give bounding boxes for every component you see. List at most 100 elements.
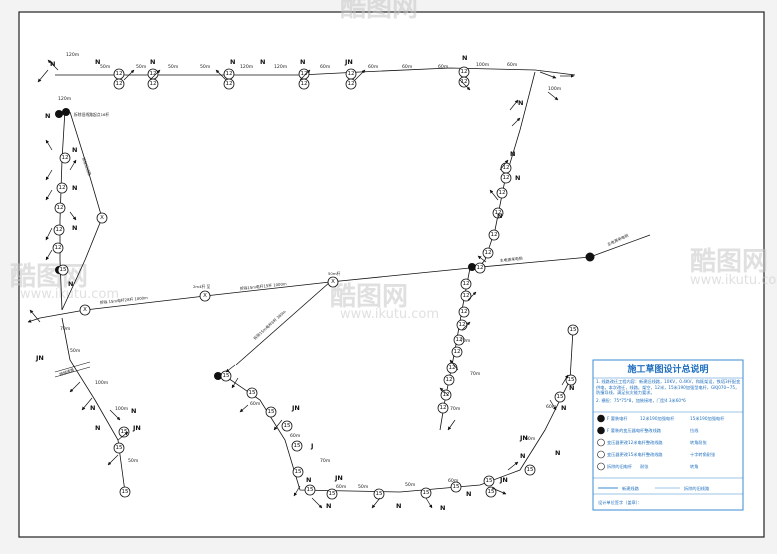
guy-wire-arrow bbox=[109, 409, 121, 421]
n-marker: N bbox=[569, 384, 574, 392]
pole-number: 12 bbox=[443, 392, 450, 398]
span-label: 60m bbox=[336, 484, 347, 490]
transformer-dot-bottom bbox=[214, 372, 222, 380]
pole-15 bbox=[483, 475, 495, 487]
n-marker: N bbox=[95, 58, 100, 66]
pole-number: 12 bbox=[503, 175, 510, 181]
span-label: 100m bbox=[548, 86, 562, 92]
guy-wire-arrow bbox=[299, 69, 311, 81]
label-remove-line-1: 拆除 15m电杆28杆 1000m bbox=[100, 295, 149, 305]
jn-marker-mid: JN bbox=[291, 404, 300, 412]
guy-wire-arrow bbox=[45, 139, 53, 151]
n-marker: N bbox=[462, 54, 467, 62]
removed-pole-1: X bbox=[96, 212, 108, 224]
pole-number: 15 bbox=[116, 445, 123, 451]
label-sw-pole-1: 2m4杆 至 bbox=[193, 284, 211, 289]
guy-wire-arrow bbox=[225, 364, 236, 373]
n-marker: N bbox=[95, 424, 100, 432]
guy-wire-arrow bbox=[117, 431, 129, 441]
guy-wire-arrow bbox=[547, 91, 559, 101]
guy-wire-arrow bbox=[231, 377, 239, 389]
pole-15 bbox=[485, 486, 497, 498]
legend-row-left: F 要装电杆 bbox=[607, 415, 628, 422]
pole-12 bbox=[458, 76, 470, 88]
legend-row-mid: 耐张 bbox=[640, 463, 649, 470]
svg-text:X: X bbox=[203, 293, 207, 299]
legend-row-left: 变压器更改15米电杆整改线路 bbox=[607, 451, 663, 458]
legend-row-right: 拉线 bbox=[690, 427, 699, 434]
pole-12 bbox=[52, 242, 64, 254]
label-remove-line-2: 拆除15m电杆15杆 1000m bbox=[240, 281, 287, 291]
span-label: 60m bbox=[507, 62, 518, 68]
pole-number: 12 bbox=[461, 79, 468, 85]
n-marker: N bbox=[131, 407, 136, 415]
pole-12 bbox=[298, 78, 310, 90]
guy-wire-arrow bbox=[467, 291, 477, 301]
legend-row-left: 变压器更改12米电杆整改线路 bbox=[607, 439, 663, 446]
pole-12 bbox=[53, 224, 65, 236]
guy-wire-arrow bbox=[499, 159, 509, 171]
watermark-url-2: www.ikutu.com bbox=[340, 307, 439, 322]
jn-marker-lower-left: JN bbox=[132, 424, 141, 432]
guy-wire-arrow bbox=[511, 117, 521, 127]
source-dot-right bbox=[585, 252, 595, 262]
pole-12 bbox=[496, 187, 508, 199]
guy-wire-arrow bbox=[29, 309, 41, 323]
legend-panel: 施工草图设计总说明 1. 线路改迁工程内容：新建旧线路，10KV，0.4KV，和… bbox=[592, 359, 744, 511]
span-label: 70m bbox=[450, 406, 461, 412]
jn-markers: JN JN JN JN J JN JN JN bbox=[35, 58, 528, 484]
guy-wire-arrow bbox=[107, 454, 119, 466]
pole-15 bbox=[57, 264, 69, 276]
pole-15 bbox=[292, 466, 304, 478]
removed-pole-3: X bbox=[199, 290, 211, 302]
pole-number: 12 bbox=[59, 185, 66, 191]
watermark-brand-3: 酷图网 bbox=[690, 247, 768, 277]
pole-number: 15 bbox=[307, 487, 314, 493]
pole-number: 12 bbox=[456, 337, 463, 343]
guy-wire-arrow bbox=[81, 397, 93, 411]
span-label: 50m bbox=[200, 64, 211, 70]
watermark-brand-1: 酷图网 bbox=[10, 262, 88, 292]
span-label: 50m bbox=[70, 348, 81, 354]
pole-number: 12 bbox=[150, 81, 157, 87]
span-label: 50m bbox=[168, 64, 179, 70]
pole-number: 12 bbox=[477, 265, 484, 271]
span-label: 60m bbox=[250, 401, 261, 407]
guy-wire-arrow bbox=[149, 69, 161, 81]
lower-left-branch bbox=[61, 317, 126, 493]
pole-12 bbox=[345, 78, 357, 90]
n-marker: N bbox=[90, 404, 95, 412]
pole-15 bbox=[567, 324, 579, 336]
span-label: 50m bbox=[100, 64, 111, 70]
n-marker: N bbox=[50, 60, 55, 68]
poles-12m: 1212121212121212121212121212121212121212… bbox=[52, 66, 512, 414]
transformer-dot-top-2 bbox=[55, 110, 63, 118]
pole-number: 12 bbox=[348, 81, 355, 87]
pole-15 bbox=[119, 486, 131, 498]
span-label: 70m bbox=[470, 371, 481, 377]
span-label: 120m bbox=[66, 52, 80, 58]
pole-12 bbox=[500, 172, 512, 184]
pole-12 bbox=[488, 229, 500, 241]
pole-number: 12 bbox=[449, 365, 456, 371]
label-sw-pole-2: 50m杆 bbox=[328, 271, 341, 276]
pole-12 bbox=[482, 247, 494, 259]
n-marker: N bbox=[230, 58, 235, 66]
n-marker: N bbox=[72, 146, 77, 154]
pole-12 bbox=[440, 389, 452, 401]
removed-pole-markers: X X X X bbox=[79, 212, 339, 316]
legend-notes: 1. 线路改迁工程内容：新建旧线路，10KV，0.4KV，和既架设，铁塔3杆配变… bbox=[596, 379, 740, 403]
legend-new-line-label: 新建线路 bbox=[622, 485, 640, 492]
n-marker: N bbox=[510, 150, 515, 158]
pole-12 bbox=[56, 182, 68, 194]
legend-row-left: 拆除的旧电杆 bbox=[607, 463, 633, 470]
pole-number: 12 bbox=[226, 81, 233, 87]
watermark-brand-2: 酷图网 bbox=[330, 282, 408, 312]
n-marker: N bbox=[561, 404, 566, 412]
jn-marker-right-1: JN bbox=[519, 434, 528, 442]
n-marker: N bbox=[150, 58, 155, 66]
pole-number: 12 bbox=[461, 69, 468, 75]
guy-wire-arrow bbox=[539, 71, 557, 79]
